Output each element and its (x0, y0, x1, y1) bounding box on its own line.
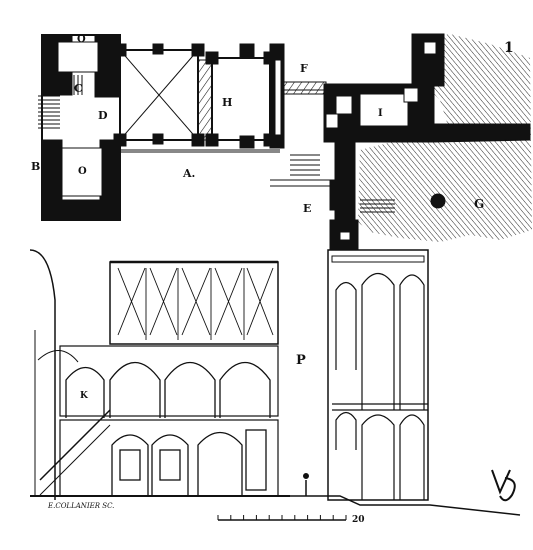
label-h: H (222, 96, 232, 109)
artist-monogram-mark (491, 469, 516, 502)
hall-h (211, 57, 271, 141)
figure-number: 1 (504, 40, 514, 56)
label-o-top: O (77, 34, 86, 45)
label-c: C (74, 82, 83, 95)
well-marker (430, 193, 446, 209)
tall-section (327, 249, 429, 501)
engraver-signature: E.COLLANIER SC. (47, 502, 114, 510)
label-i: I (378, 108, 383, 119)
label-k: K (80, 391, 89, 401)
label-a: A. (182, 167, 195, 180)
label-e: E (303, 202, 311, 215)
upper-gallery (109, 261, 279, 345)
label-o-bottom: O (78, 166, 87, 177)
scale-bar (217, 515, 347, 521)
floor-plan (38, 33, 532, 251)
label-d: D (98, 109, 108, 122)
section-elevation (29, 249, 521, 516)
stair-c (38, 75, 83, 129)
label-g: G (474, 197, 484, 211)
label-p: P (296, 353, 306, 368)
scale-end-value: 20 (352, 515, 365, 525)
label-b: B (31, 160, 40, 173)
label-f: F (300, 62, 308, 75)
